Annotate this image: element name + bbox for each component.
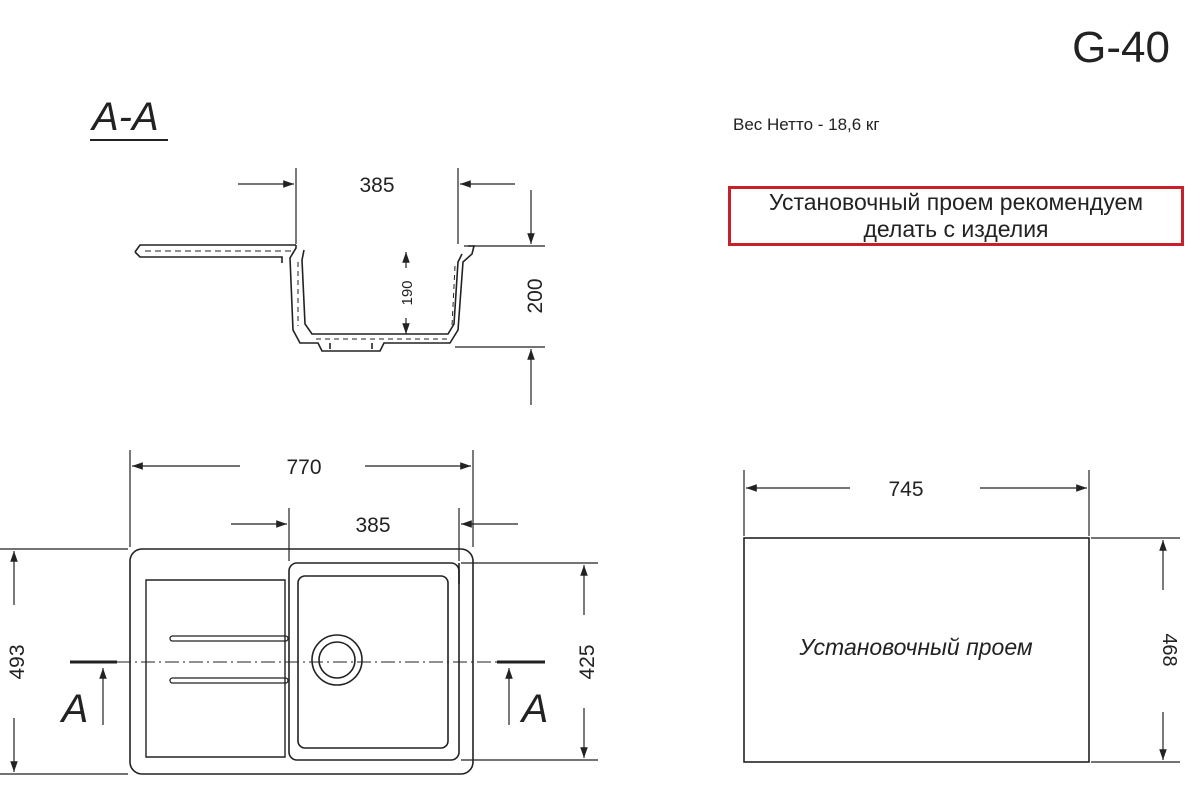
plan-bowl-width-dimension — [231, 508, 518, 561]
recommendation-box: Установочный проем рекомендуем делать с … — [728, 186, 1184, 246]
cutout-label: Установочный проем — [798, 634, 1033, 660]
section-height-value: 200 — [524, 278, 547, 313]
plan-view — [129, 548, 474, 775]
plan-depth-dimension — [0, 548, 128, 775]
cutout-width-dimension — [743, 470, 1090, 536]
plan-overall-width-value: 770 — [286, 456, 321, 479]
plan-bowl-width-value: 385 — [355, 514, 390, 537]
cutout-rectangle — [743, 537, 1090, 763]
cut-marker-right-label: A — [520, 687, 549, 731]
section-bowl-depth-value: 190 — [399, 280, 416, 305]
section-width-dimension — [238, 168, 515, 244]
section-height-dimension — [455, 190, 545, 405]
section-bowl-width-value: 385 — [359, 174, 394, 197]
cutout-width-value: 745 — [888, 478, 923, 501]
plan-bowl-depth-value: 425 — [576, 644, 599, 679]
cutout-depth-dimension — [1091, 537, 1180, 763]
plan-bowl-depth-dimension — [461, 562, 598, 761]
recommendation-line-2: делать с изделия — [863, 216, 1049, 242]
cut-marker-right — [497, 660, 545, 725]
model-title: G-40 — [1072, 23, 1170, 72]
recommendation-line-1: Установочный проем рекомендуем — [768, 189, 1144, 215]
section-label: A-A — [90, 95, 159, 139]
plan-overall-depth-value: 493 — [6, 644, 29, 679]
section-view — [134, 244, 476, 352]
plan-width-dimension — [129, 450, 474, 547]
net-weight-text: Вес Нетто - 18,6 кг — [733, 115, 880, 134]
cut-marker-left-label: A — [60, 687, 89, 731]
cutout-depth-value: 468 — [1158, 633, 1180, 666]
cut-marker-left — [70, 660, 117, 725]
